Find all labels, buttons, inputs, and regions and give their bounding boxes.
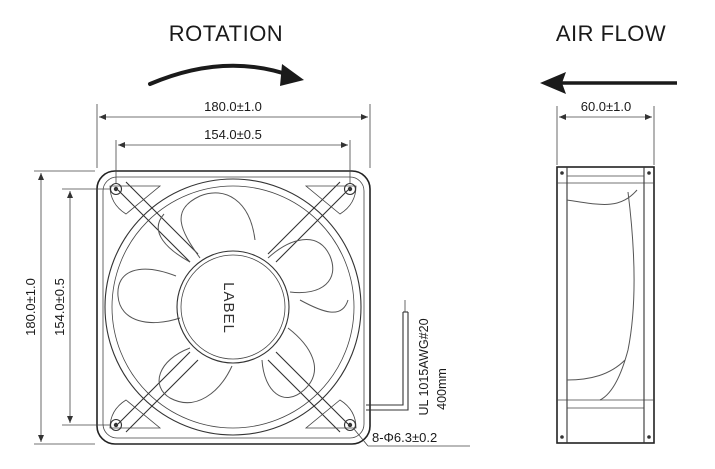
fan-hub: [176, 250, 290, 364]
fan-side-view: [556, 166, 655, 444]
fan-frame-outline: [96, 170, 371, 445]
guard-spokes: [117, 181, 349, 433]
fan-blades: [117, 192, 349, 404]
hub-label: LABEL: [220, 282, 237, 334]
fan-shroud: [104, 178, 362, 436]
lead-wire-spec: UL 1015AWG#20: [417, 318, 431, 415]
hole-callout: 8-Φ6.3±0.2: [372, 430, 437, 445]
hole-spacing-width-dimension: 154.0±0.5: [204, 127, 262, 142]
overall-width-dimension: 180.0±1.0: [204, 99, 262, 114]
rotation-arrow-icon: [148, 63, 304, 86]
side-depth-dimension: 60.0±1.0: [581, 99, 632, 114]
air-flow-heading: AIR FLOW: [556, 21, 666, 46]
fan-front-view: LABEL: [96, 170, 409, 445]
hole-spacing-height-dimension: 154.0±0.5: [52, 278, 67, 336]
lead-wire-length: 400mm: [435, 368, 449, 410]
overall-height-dimension: 180.0±1.0: [23, 278, 38, 336]
air-flow-arrow-icon: [540, 72, 677, 94]
lead-wires: [366, 300, 409, 411]
mounting-holes: [109, 182, 357, 432]
side-frame-outline: [556, 166, 655, 444]
front-dimension-lines: [34, 104, 470, 447]
side-dimension-lines: [556, 106, 655, 165]
rotation-heading: ROTATION: [169, 21, 283, 46]
